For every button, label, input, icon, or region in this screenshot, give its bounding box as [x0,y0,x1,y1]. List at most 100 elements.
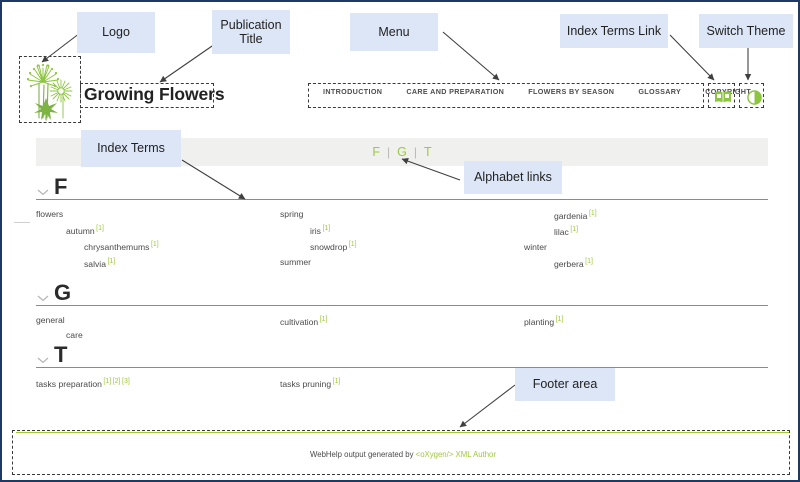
index-term-label: winter [524,241,547,252]
footer-generated-by: WebHelp output generated by [310,450,416,459]
index-term-reference[interactable]: [1] [322,224,331,232]
callout-logo: Logo [77,12,155,53]
index-term-reference[interactable]: [3] [122,378,130,385]
index-term: gerbera[1] [524,255,768,271]
index-term-reference[interactable]: [1] [588,210,597,217]
index-term-label: snowdrop [310,241,348,252]
alphabet-links: F | G | T [365,145,438,159]
index-term: summer [280,255,524,270]
section-header-g: G [36,282,768,306]
index-term-reference[interactable]: [1] [150,241,159,249]
index-term: salvia[1] [36,255,280,271]
index-column: planting[1] [524,313,768,342]
index-term: chrysanthemums[1] [36,238,280,254]
section-letter: F [54,174,68,199]
callout-publication-title: Publication Title [212,10,290,54]
index-term-label: general [36,315,65,325]
menu-item-introduction[interactable]: INTRODUCTION [323,87,383,96]
index-term-label: spring [280,209,304,219]
menu-item-care-and-preparation[interactable]: CARE AND PREPARATION [406,87,505,96]
main-menu: INTRODUCTION CARE AND PREPARATION FLOWER… [311,87,763,96]
index-term-label: tasks preparation [36,378,102,389]
index-term: cultivation[1] [280,313,524,329]
index-term: iris[1] [280,222,524,238]
publication-title: Growing Flowers [84,84,225,104]
chevron-down-icon[interactable] [36,290,50,302]
index-term-reference[interactable]: [1] [555,316,564,323]
index-term-reference[interactable]: [1] [96,224,104,232]
open-book-icon [715,91,731,103]
index-term-label: autumn [66,225,95,236]
index-term-reference[interactable]: [1] [103,378,112,385]
index-term-reference[interactable]: [2] [112,378,121,385]
menu-item-glossary[interactable]: GLOSSARY [638,87,682,96]
index-term: tasks pruning[1] [280,375,524,391]
index-section-t: T tasks preparation[1][2][3] tasks pruni… [36,344,768,391]
footer: WebHelp output generated by <oXygen/> XM… [16,432,790,476]
callout-footer-area: Footer area [515,368,615,401]
menu-item-flowers-by-season[interactable]: FLOWERS BY SEASON [528,87,615,96]
index-term-reference[interactable]: [1] [319,316,328,323]
index-terms-link-icon[interactable] [714,89,732,105]
switch-theme-icon[interactable] [745,89,763,105]
index-term: snowdrop[1] [280,238,524,254]
index-term: gardenia[1] [524,207,768,223]
alphabet-link-f[interactable]: F [372,145,380,159]
callout-index-terms: Index Terms [81,130,181,167]
index-term-label: care [66,329,83,340]
left-margin-tick [14,222,30,223]
index-term-reference[interactable]: [1] [570,226,579,234]
index-term-label: gardenia [554,210,588,221]
alphabet-separator: | [413,145,417,159]
footer-text: WebHelp output generated by <oXygen/> XM… [310,450,496,459]
index-column: tasks preparation[1][2][3] [36,375,280,391]
chevron-down-icon[interactable] [36,352,50,364]
section-letter: T [54,342,68,367]
webhelp-page: Growing Flowers INTRODUCTION CARE AND PR… [4,4,798,480]
index-term-reference[interactable]: [1] [585,257,593,265]
index-columns: tasks preparation[1][2][3] tasks pruning… [36,368,768,391]
index-term: tasks preparation[1][2][3] [36,375,280,391]
index-term-label: planting [524,316,555,327]
index-term-reference[interactable]: [1] [348,241,357,249]
index-term-label: chrysanthemums [84,241,150,252]
chevron-down-icon[interactable] [36,184,50,196]
callout-index-terms-link: Index Terms Link [560,14,668,48]
flowers-logo-icon [26,63,73,121]
logo[interactable] [22,60,80,123]
index-term-label: gerbera [554,258,584,269]
alphabet-link-t[interactable]: T [423,145,432,159]
index-term-label: iris [310,225,321,236]
index-term: planting[1] [524,313,768,329]
index-term: general [36,313,280,328]
alphabet-separator: | [387,145,391,159]
index-term-label: lilac [554,227,569,238]
index-term-label: tasks pruning [280,378,332,389]
callout-alphabet-links: Alphabet links [464,161,562,194]
index-column: tasks pruning[1] [280,375,524,391]
index-term-reference[interactable]: [1] [107,257,116,265]
index-term-label: summer [280,256,312,267]
index-term: autumn[1] [36,222,280,238]
index-term-label: salvia [84,258,106,269]
index-column: cultivation[1] [280,313,524,342]
footer-oxygen-link[interactable]: <oXygen/> XML Author [415,450,496,459]
half-circle-icon [746,89,762,105]
index-term: lilac[1] [524,223,768,239]
alphabet-link-g[interactable]: G [397,145,407,159]
section-header-t: T [36,344,768,368]
index-term: winter [524,240,768,255]
index-term-label: flowers [36,209,64,219]
callout-menu: Menu [350,13,438,51]
index-term-reference[interactable]: [1] [332,378,341,385]
callout-switch-theme: Switch Theme [699,14,793,48]
